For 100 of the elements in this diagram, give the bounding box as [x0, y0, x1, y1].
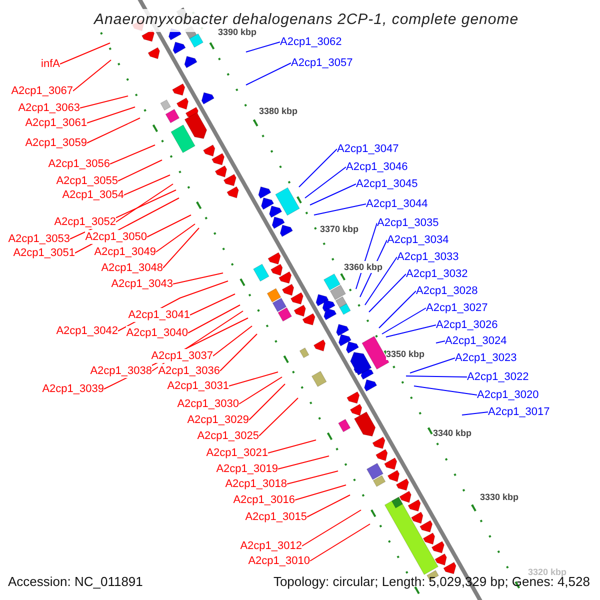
leader-line — [386, 324, 436, 338]
gene-label: A2cp1_3020 — [477, 388, 539, 402]
leader-line — [310, 524, 370, 562]
gene-label: A2cp1_3048 — [101, 261, 163, 275]
gene-label: A2cp1_3015 — [245, 510, 307, 524]
gene-label: A2cp1_3043 — [111, 277, 173, 291]
tick-label: 3360 kbp — [344, 261, 383, 273]
leader-line — [382, 308, 426, 334]
gene-label: A2cp1_3022 — [467, 370, 529, 384]
gene-label: A2cp1_3024 — [445, 334, 507, 348]
gene-label: A2cp1_3037 — [151, 349, 213, 363]
leader-line — [80, 96, 128, 108]
leader-line — [258, 398, 298, 436]
gene-label: A2cp1_3019 — [216, 462, 278, 476]
gene-label: A2cp1_3056 — [48, 157, 110, 171]
leader-line — [310, 184, 356, 206]
gene-label: A2cp1_3042 — [56, 324, 118, 338]
tick-label: 3380 kbp — [259, 105, 298, 117]
leader-line — [146, 214, 192, 238]
leader-line — [72, 60, 112, 92]
leader-line — [124, 174, 170, 196]
leader-line — [162, 228, 200, 268]
leader-line — [462, 412, 488, 416]
accession-text: Accession: NC_011891 — [8, 574, 143, 590]
gene-label: A2cp1_3051 — [13, 246, 75, 260]
gene-label: A2cp1_3055 — [56, 174, 118, 188]
leader-line — [110, 144, 156, 164]
gene-label: A2cp1_3023 — [455, 351, 517, 365]
gene-label: A2cp1_3045 — [356, 177, 418, 191]
leader-line — [212, 326, 252, 356]
leader-line — [410, 358, 456, 374]
gene-label: A2cp1_3031 — [167, 379, 229, 393]
gene-label: A2cp1_3010 — [248, 554, 310, 568]
leader-line — [228, 372, 278, 386]
leader-line — [268, 440, 316, 454]
leader-line — [156, 224, 196, 252]
leader-line — [302, 510, 362, 546]
gene-label: A2cp1_3036 — [158, 364, 220, 378]
leader-line — [248, 384, 286, 420]
gene-label: A2cp1_3067 — [11, 84, 73, 98]
leader-line — [190, 294, 236, 316]
tick-label: 3330 kbp — [480, 491, 519, 503]
leader-line — [278, 456, 330, 470]
tick-label: 3370 kbp — [320, 223, 359, 235]
gene-label: A2cp1_3033 — [397, 250, 459, 264]
gene-label: A2cp1_3061 — [25, 116, 87, 130]
tick-label: 3340 kbp — [433, 427, 472, 439]
gene-label: A2cp1_3034 — [387, 233, 449, 247]
gene-label: A2cp1_3040 — [126, 326, 188, 340]
leader-line — [286, 470, 338, 484]
tick-label: 3350 kbp — [386, 348, 425, 360]
leader-line — [306, 494, 350, 518]
gene-label: A2cp1_3063 — [18, 101, 80, 115]
leader-line — [378, 290, 416, 328]
leader-line — [220, 334, 258, 372]
gene-label: A2cp1_3038 — [90, 364, 152, 378]
gene-label: A2cp1_3012 — [240, 539, 302, 553]
gene-label: A2cp1_3044 — [366, 197, 428, 211]
gene-label: A2cp1_3017 — [488, 405, 550, 419]
leader-line — [86, 118, 140, 144]
leader-line — [294, 484, 346, 500]
leader-line — [368, 274, 406, 312]
leader-line — [188, 304, 240, 334]
leader-line — [172, 272, 224, 284]
gene-label: A2cp1_3054 — [62, 188, 124, 202]
tick-label: 3320 kbp — [528, 566, 567, 578]
gene-label: A2cp1_3035 — [377, 216, 439, 230]
gene-label: A2cp1_3016 — [233, 493, 295, 507]
leader-line — [304, 166, 346, 198]
leader-line — [314, 204, 366, 216]
gene-label: A2cp1_3025 — [197, 429, 259, 443]
gene-label: A2cp1_3062 — [280, 35, 342, 49]
gene-label: A2cp1_3059 — [25, 136, 87, 150]
leader-line — [246, 62, 292, 86]
leader-line — [298, 148, 338, 188]
gene-label: A2cp1_3050 — [85, 230, 147, 244]
gene-label: A2cp1_3018 — [225, 477, 287, 491]
leader-line — [60, 42, 110, 64]
gene-label: A2cp1_3030 — [177, 397, 239, 411]
leader-line — [436, 340, 446, 344]
gene-label: A2cp1_3027 — [426, 301, 488, 315]
leader-line — [414, 386, 478, 396]
gene-label: A2cp1_3039 — [42, 382, 104, 396]
gene-label: A2cp1_3021 — [206, 446, 268, 460]
gene-label: A2cp1_3029 — [187, 413, 249, 427]
gene-label: A2cp1_3032 — [406, 267, 468, 281]
gene-label: A2cp1_3028 — [416, 284, 478, 298]
gene-label: A2cp1_3041 — [128, 308, 190, 322]
gene-label: A2cp1_3026 — [436, 318, 498, 332]
leader-line — [406, 376, 468, 378]
leader-line — [118, 160, 162, 182]
leader-line — [116, 184, 174, 222]
gene-label: A2cp1_3049 — [94, 245, 156, 259]
leader-line — [238, 376, 282, 404]
gene-label: A2cp1_3046 — [346, 160, 408, 174]
leader-line — [246, 42, 280, 52]
gene-label: A2cp1_3052 — [54, 215, 116, 229]
gene-label: A2cp1_3047 — [337, 142, 399, 156]
gene-label: A2cp1_3053 — [8, 232, 70, 246]
leader-line — [86, 106, 136, 124]
